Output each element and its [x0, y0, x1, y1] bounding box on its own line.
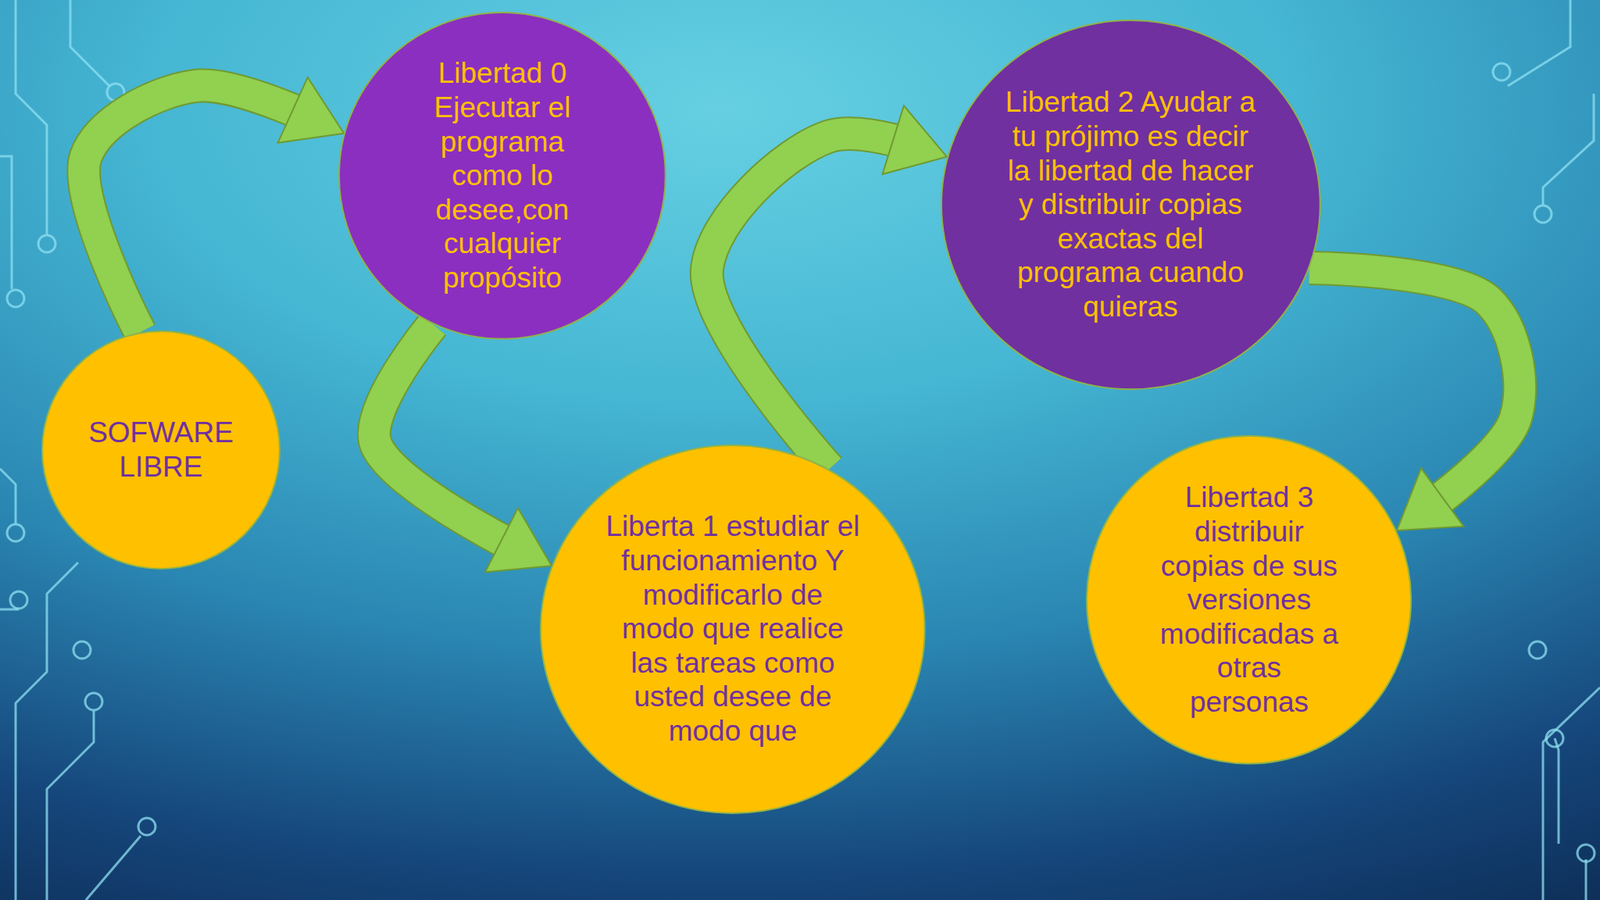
freedom-circle: SOFWARE LIBRE — [41, 330, 281, 570]
circuit-dot — [7, 289, 25, 308]
circuit-line — [46, 710, 94, 900]
circle-text-block: Libertad 0 Ejecutar el programa como lo … — [410, 56, 595, 296]
circuit-dot — [1577, 844, 1595, 862]
circuit-dot — [85, 692, 103, 711]
arrow-body — [707, 133, 947, 469]
freedom-circle: Libertad 2 Ayudar a tu prójimo es decir … — [940, 19, 1322, 390]
circuit-dot — [138, 817, 156, 836]
circuit-line — [1585, 859, 1588, 900]
circuit-dot — [7, 524, 25, 542]
arrow-head — [278, 77, 345, 143]
circuit-dot — [1528, 641, 1547, 659]
node-text: Libertad 0 Ejecutar el programa como lo … — [410, 56, 595, 296]
node-text: SOFWARE LIBRE — [75, 415, 247, 484]
node-text: Libertad 3 distribuir copias de sus vers… — [1157, 480, 1342, 720]
circle-fill — [540, 445, 925, 814]
curved-arrow — [374, 324, 552, 572]
arrow-head — [485, 507, 552, 572]
circuit-line — [1554, 738, 1559, 844]
circle-fill — [339, 12, 666, 340]
circuit-line — [70, 0, 110, 86]
circle-text-block: Libertad 2 Ayudar a tu prójimo es decir … — [1003, 85, 1258, 325]
circle-fill — [42, 331, 280, 569]
circuit-line — [1542, 687, 1600, 900]
arrow-outline — [707, 133, 947, 469]
node-text: Liberta 1 estudiar el funcionamiento Y m… — [603, 509, 862, 749]
circle-text-block: Liberta 1 estudiar el funcionamiento Y m… — [603, 509, 862, 749]
node-text: Libertad 2 Ayudar a tu prójimo es decir … — [1003, 85, 1258, 325]
circuit-dot — [1546, 729, 1564, 747]
circle-shape — [41, 330, 281, 570]
freedom-circle: Liberta 1 estudiar el funcionamiento Y m… — [539, 444, 926, 815]
curved-arrow — [83, 77, 344, 333]
circuit-line — [85, 835, 141, 900]
circle-text-block: Libertad 3 distribuir copias de sus vers… — [1157, 480, 1342, 720]
circuit-dot — [1492, 63, 1511, 81]
circuit-dot — [38, 235, 56, 253]
circuit-line — [1507, 0, 1571, 86]
arrow-head — [882, 105, 947, 175]
circuit-dot — [1534, 205, 1552, 223]
circle-fill — [1086, 435, 1411, 765]
circle-fill — [941, 20, 1321, 390]
freedom-circle: Libertad 3 distribuir copias de sus vers… — [1085, 435, 1412, 765]
circuit-line — [0, 156, 12, 290]
arrow-head — [1396, 467, 1464, 531]
circuit-dot — [10, 591, 28, 609]
curved-arrow — [707, 105, 947, 469]
circuit-line — [1542, 93, 1594, 205]
circuit-dot — [73, 641, 91, 659]
circuit-line — [0, 468, 16, 524]
circle-text-block: SOFWARE LIBRE — [75, 415, 247, 484]
freedom-circle: Libertad 0 Ejecutar el programa como lo … — [338, 11, 667, 340]
circuit-line — [15, 0, 47, 235]
